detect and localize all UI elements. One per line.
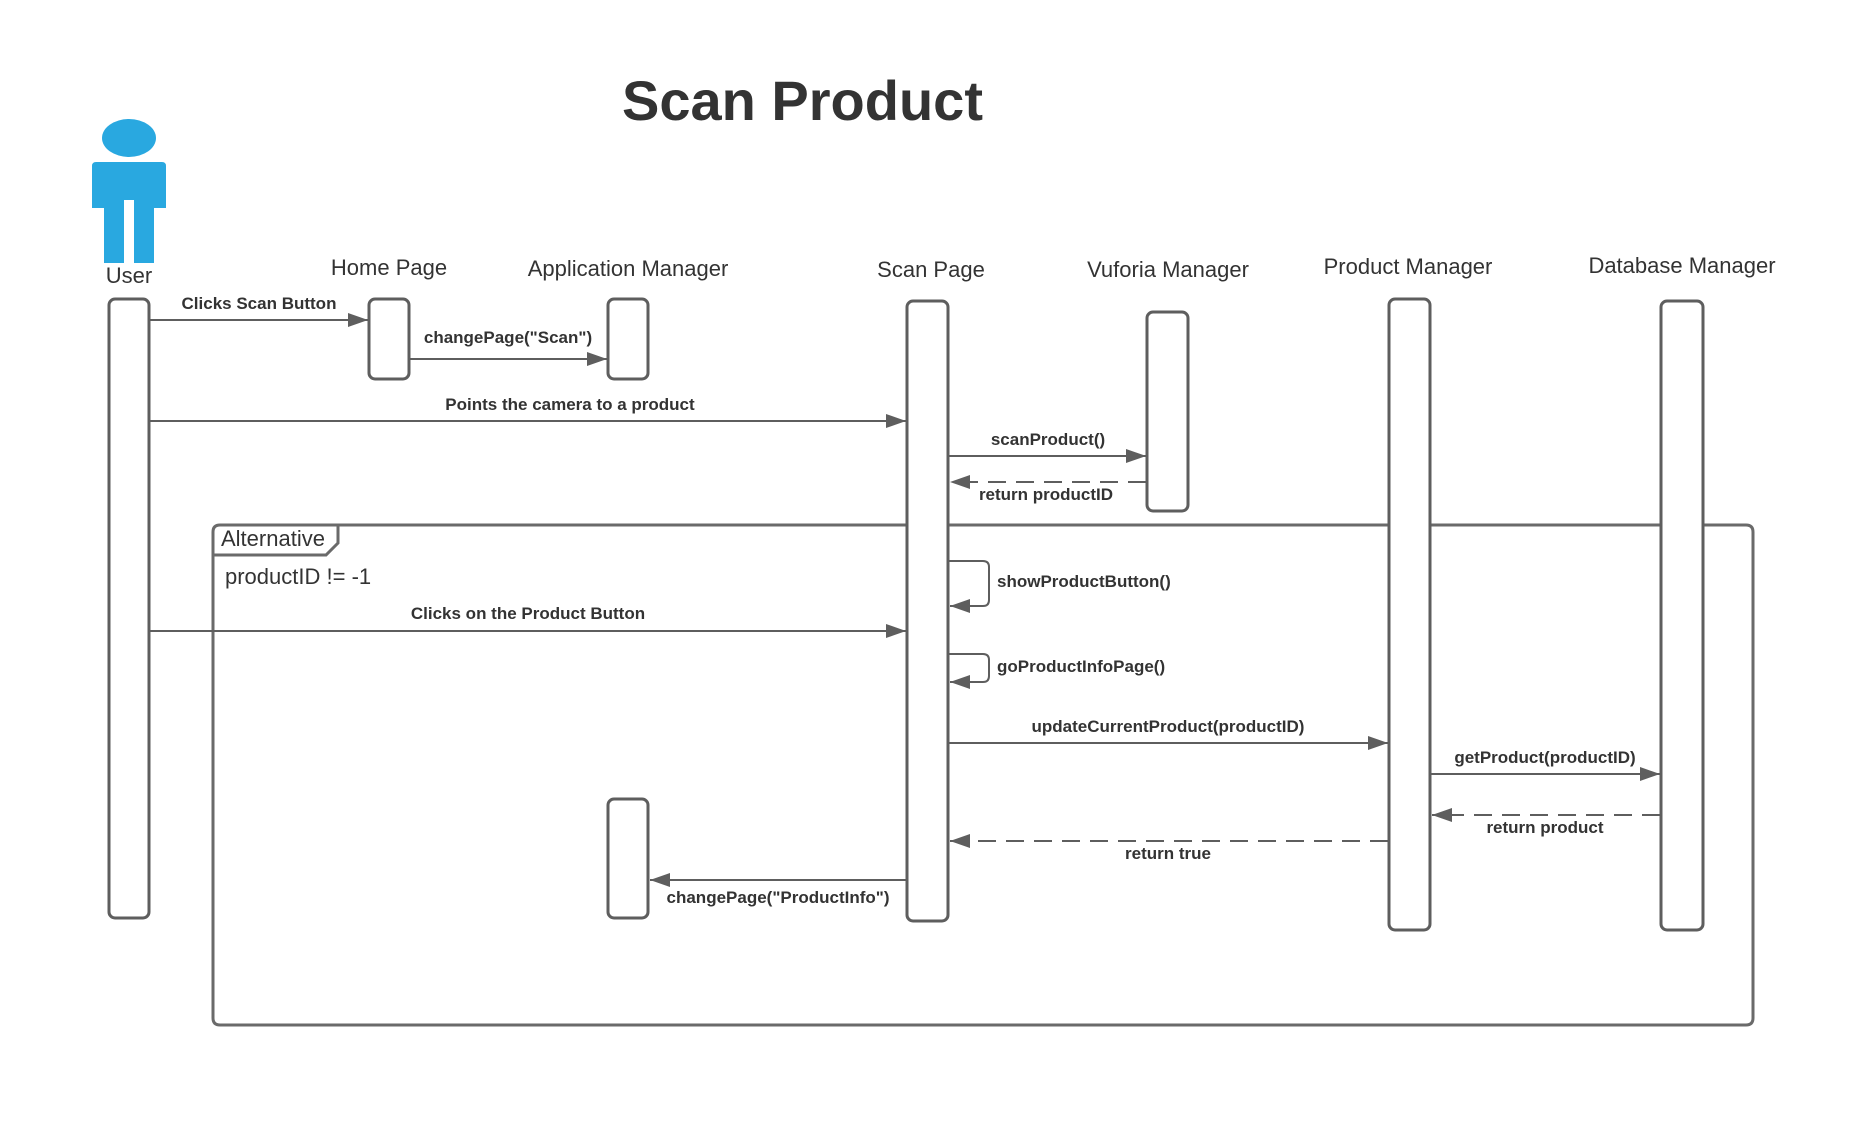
- lifeline-label-home-page: Home Page: [331, 255, 447, 280]
- actor-label: User: [106, 263, 152, 288]
- message-label-points-camera: Points the camera to a product: [445, 395, 695, 414]
- lifeline-label-scan-page: Scan Page: [877, 257, 985, 282]
- diagram-title: Scan Product: [622, 69, 983, 132]
- activation-bar-application-manager-2: [606, 797, 650, 920]
- message-label-get-product: getProduct(productID): [1454, 748, 1635, 767]
- message-arrow-show-product-button: [949, 560, 990, 613]
- message-label-show-product-button: showProductButton(): [997, 572, 1171, 591]
- lifeline-label-application-manager: Application Manager: [528, 256, 729, 281]
- alternative-frame: [211, 523, 1755, 1027]
- activation-bar-user: [107, 297, 151, 920]
- message-label-return-true: return true: [1125, 844, 1211, 863]
- message-label-change-page-product-info: changePage("ProductInfo"): [667, 888, 890, 907]
- lifeline-label-product-manager: Product Manager: [1324, 254, 1493, 279]
- frame-guard-condition: productID != -1: [225, 564, 371, 589]
- activation-bar-database-manager: [1659, 299, 1705, 932]
- message-label-return-product: return product: [1486, 818, 1603, 837]
- message-label-clicks-scan-button: Clicks Scan Button: [182, 294, 337, 313]
- frame-operator-label: Alternative: [221, 526, 325, 551]
- activation-bar-home-page: [367, 297, 411, 381]
- message-label-update-current-product: updateCurrentProduct(productID): [1032, 717, 1305, 736]
- person-icon: [92, 119, 166, 263]
- message-label-clicks-product-button: Clicks on the Product Button: [411, 604, 645, 623]
- message-arrow-go-product-info-page: [949, 653, 990, 689]
- activation-bar-vuforia-manager: [1145, 310, 1190, 513]
- activation-bar-product-manager: [1387, 297, 1432, 932]
- message-label-go-product-info-page: goProductInfoPage(): [997, 657, 1165, 676]
- lifeline-label-vuforia-manager: Vuforia Manager: [1087, 257, 1249, 282]
- message-label-change-page-scan: changePage("Scan"): [424, 328, 592, 347]
- activation-bar-application-manager-1: [606, 297, 650, 381]
- activation-bar-scan-page: [905, 299, 950, 923]
- message-label-scan-product: scanProduct(): [991, 430, 1105, 449]
- message-label-return-product-id: return productID: [979, 485, 1113, 504]
- lifeline-label-database-manager: Database Manager: [1588, 253, 1775, 278]
